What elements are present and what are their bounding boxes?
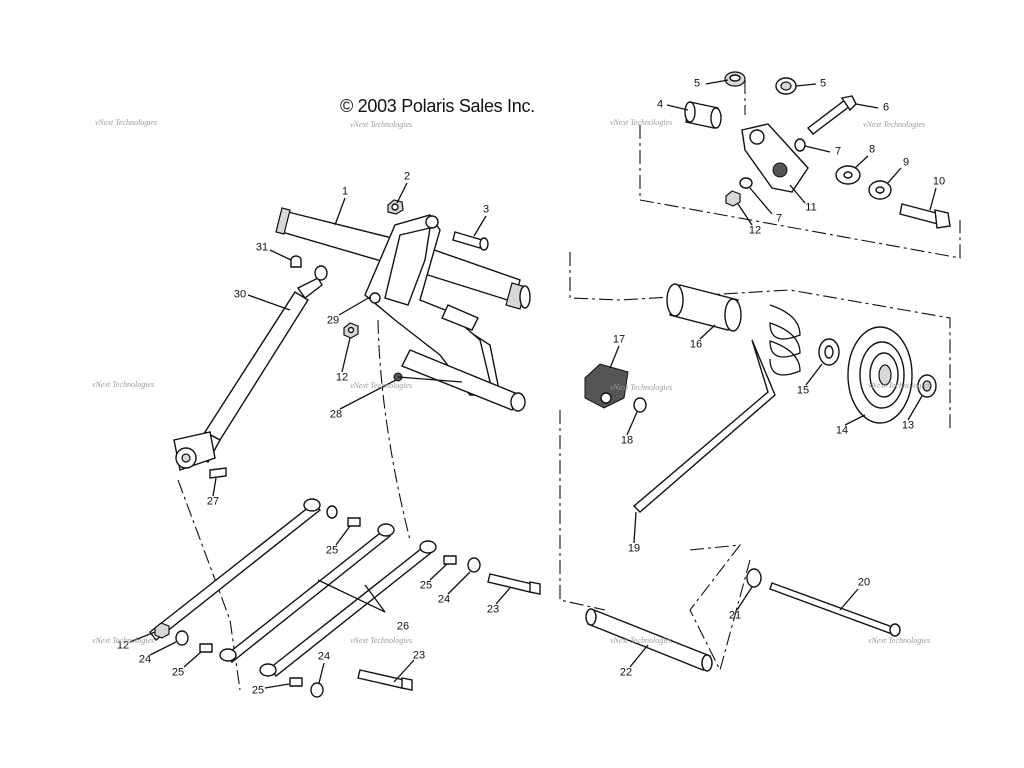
part-21-washer <box>746 568 762 588</box>
part-14-wheel <box>847 326 913 424</box>
callout-number: 23 <box>486 603 500 616</box>
copyright-text: © 2003 Polaris Sales Inc. <box>340 96 535 116</box>
callout-number: 20 <box>857 576 871 589</box>
leader-lines <box>129 79 937 689</box>
watermark-text: vNext Technologies <box>610 383 673 392</box>
callout-number: 25 <box>325 544 339 557</box>
callout-number: 6 <box>882 101 890 114</box>
callout-number: 4 <box>656 98 664 111</box>
callout-number: 12 <box>748 224 762 237</box>
part-22-tube <box>585 608 713 672</box>
watermark-text: vNext Technologies <box>350 636 413 645</box>
boundary-vertical-left <box>559 410 606 611</box>
part-6-bolt <box>806 95 857 135</box>
part-cross-tubes <box>401 304 526 412</box>
callout-number: 7 <box>775 212 783 225</box>
part-12-nut-top <box>725 190 741 207</box>
part-12-nut-left <box>343 322 359 339</box>
callout-number: 25 <box>171 666 185 679</box>
part-5-cap-right <box>775 77 797 95</box>
callout-number: 5 <box>819 77 827 90</box>
part-24-washers <box>175 505 481 698</box>
callout-number: 31 <box>255 241 269 254</box>
callout-number: 8 <box>868 143 876 156</box>
part-2-nut <box>387 199 404 215</box>
callout-number: 5 <box>693 77 701 90</box>
callout-number: 26 <box>396 620 410 633</box>
part-23-bolts <box>357 573 541 691</box>
part-17-block <box>584 363 629 409</box>
callout-number: 10 <box>932 175 946 188</box>
part-18-washer <box>633 397 647 413</box>
callout-number: 19 <box>627 542 641 555</box>
callout-number: 12 <box>335 371 349 384</box>
boundary-arc <box>377 319 411 541</box>
callout-number: 3 <box>482 203 490 216</box>
part-7-washer-top <box>794 138 806 152</box>
callout-number: 24 <box>138 653 152 666</box>
callout-number: 12 <box>116 639 130 652</box>
callout-number: 27 <box>206 495 220 508</box>
watermark-text: vNext Technologies <box>610 118 673 127</box>
watermark-text: vNext Technologies <box>95 118 158 127</box>
part-3-bolt <box>452 231 489 251</box>
watermark-text: vNext Technologies <box>610 636 673 645</box>
part-7-washer-bottom <box>739 177 753 189</box>
boundary-lower-right <box>689 544 751 672</box>
callout-number: 2 <box>403 170 411 183</box>
callout-number: 1 <box>341 185 349 198</box>
callout-number: 21 <box>728 609 742 622</box>
watermark-text: vNext Technologies <box>350 381 413 390</box>
watermark-text: vNext Technologies <box>350 120 413 129</box>
part-19-spring <box>632 304 801 513</box>
watermark-text: vNext Technologies <box>92 636 155 645</box>
callout-number: 18 <box>620 434 634 447</box>
callout-number: 30 <box>233 288 247 301</box>
watermark-text: vNext Technologies <box>868 381 931 390</box>
part-31-bushing <box>290 255 302 268</box>
part-4-bushing <box>684 101 722 129</box>
part-25-bushings <box>199 517 457 687</box>
part-28-bolt <box>393 372 463 383</box>
part-16-tube <box>666 283 742 332</box>
watermark-text: vNext Technologies <box>868 636 931 645</box>
callout-number: 7 <box>834 145 842 158</box>
callout-number: 17 <box>612 333 626 346</box>
part-11-arm <box>741 123 809 193</box>
callout-number: 23 <box>412 649 426 662</box>
callout-number: 13 <box>901 419 915 432</box>
callout-number: 29 <box>326 314 340 327</box>
part-12-nut-bottom <box>154 622 170 639</box>
callout-number: 14 <box>835 424 849 437</box>
callout-number: 22 <box>619 666 633 679</box>
part-15-washer <box>818 338 840 366</box>
watermark-text: vNext Technologies <box>863 120 926 129</box>
boundary-upper-right <box>639 125 961 259</box>
part-5-cap-left <box>724 71 746 87</box>
callout-number: 24 <box>437 593 451 606</box>
part-13-cap <box>917 374 937 398</box>
watermark-text: vNext Technologies <box>92 380 155 389</box>
callout-number: 16 <box>689 338 703 351</box>
callout-number: 9 <box>902 156 910 169</box>
part-10-bolt <box>899 203 951 229</box>
part-8-washer <box>835 165 861 185</box>
callout-number: 15 <box>796 384 810 397</box>
part-27-pin <box>209 467 227 479</box>
callout-number: 25 <box>419 579 433 592</box>
callout-number: 24 <box>317 650 331 663</box>
part-20-rod <box>769 582 901 637</box>
callout-number: 11 <box>805 201 817 214</box>
part-26-rods <box>149 498 437 677</box>
callout-number: 28 <box>329 408 343 421</box>
part-30-shock <box>173 265 328 471</box>
callout-number: 25 <box>251 684 265 697</box>
part-9-washer <box>868 180 892 200</box>
part-29-bracket <box>364 214 501 396</box>
